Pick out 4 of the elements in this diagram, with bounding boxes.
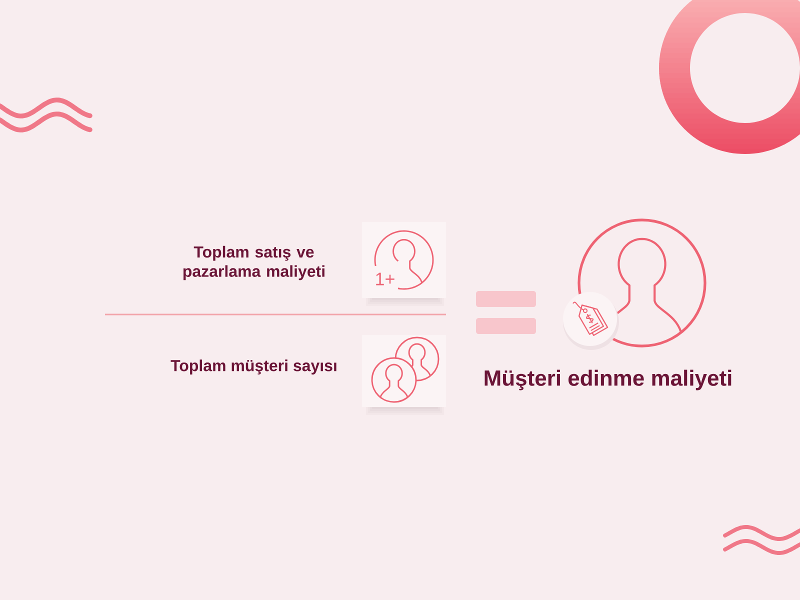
result-text: Müşteri edinme maliyeti	[484, 370, 732, 390]
formula-text: Toplam satış ve pazarlama maliyeti	[183, 246, 324, 280]
count-text: 1+	[376, 272, 394, 286]
formula-text: Toplam müşteri sayısı	[170, 360, 336, 374]
